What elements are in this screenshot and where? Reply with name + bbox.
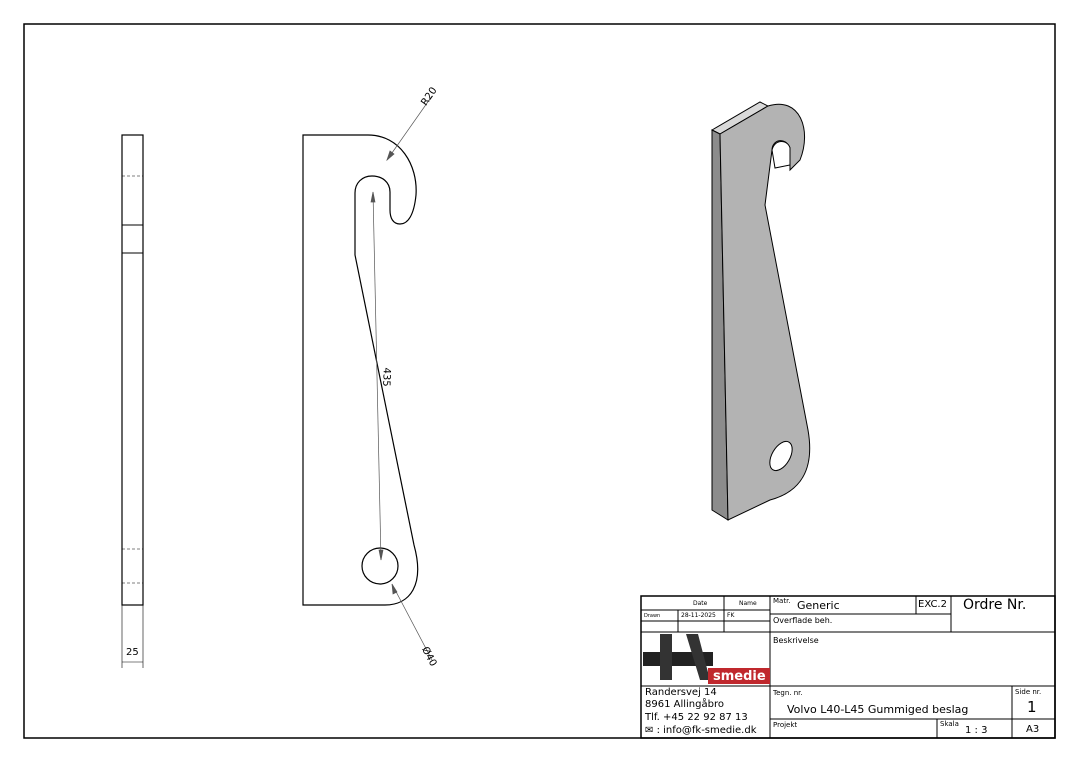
logo bbox=[643, 634, 770, 684]
name-header: Name bbox=[739, 600, 757, 607]
sheet-border bbox=[23, 23, 1056, 739]
side-value: 1 bbox=[1027, 698, 1037, 716]
skala-label: Skala bbox=[940, 720, 959, 728]
exc-class: EXC.2 bbox=[918, 599, 947, 610]
email: ✉ : info@fk-smedie.dk bbox=[645, 726, 757, 736]
logo-text: smedie bbox=[713, 669, 766, 684]
skala-value: 1 : 3 bbox=[965, 725, 988, 736]
dimension-lines bbox=[370, 95, 433, 661]
projekt-label: Projekt bbox=[773, 721, 798, 729]
matr-value: Generic bbox=[797, 599, 840, 612]
overflade-label: Overflade beh. bbox=[773, 616, 833, 625]
front-view bbox=[302, 134, 419, 606]
date-header: Date bbox=[693, 600, 708, 607]
phone: Tlf. +45 22 92 87 13 bbox=[645, 712, 748, 723]
drawn-label: Drawn bbox=[644, 613, 661, 619]
thickness-dimension: 25 bbox=[126, 647, 139, 658]
address-line-2: 8961 Allingåbro bbox=[645, 699, 724, 710]
drawing-title: Volvo L40-L45 Gummiged beslag bbox=[787, 703, 969, 716]
mail-icon: ✉ bbox=[645, 725, 654, 736]
drawn-name: FK bbox=[727, 612, 735, 619]
title-block-lines bbox=[640, 595, 1056, 739]
isometric-view bbox=[710, 101, 811, 521]
side-label: Side nr. bbox=[1015, 688, 1042, 696]
ordre-nr: Ordre Nr. bbox=[963, 597, 1027, 613]
length-dimension: 435 bbox=[380, 367, 392, 387]
paper-format: A3 bbox=[1026, 724, 1040, 735]
matr-label: Matr. bbox=[773, 597, 791, 605]
drawn-date: 28-11-2025 bbox=[681, 612, 716, 619]
side-view bbox=[121, 134, 144, 668]
address-line-1: Randersvej 14 bbox=[645, 687, 717, 698]
tegn-label: Tegn. nr. bbox=[773, 689, 803, 697]
beskrivelse-label: Beskrivelse bbox=[773, 636, 819, 645]
email-text: : info@fk-smedie.dk bbox=[656, 725, 757, 736]
